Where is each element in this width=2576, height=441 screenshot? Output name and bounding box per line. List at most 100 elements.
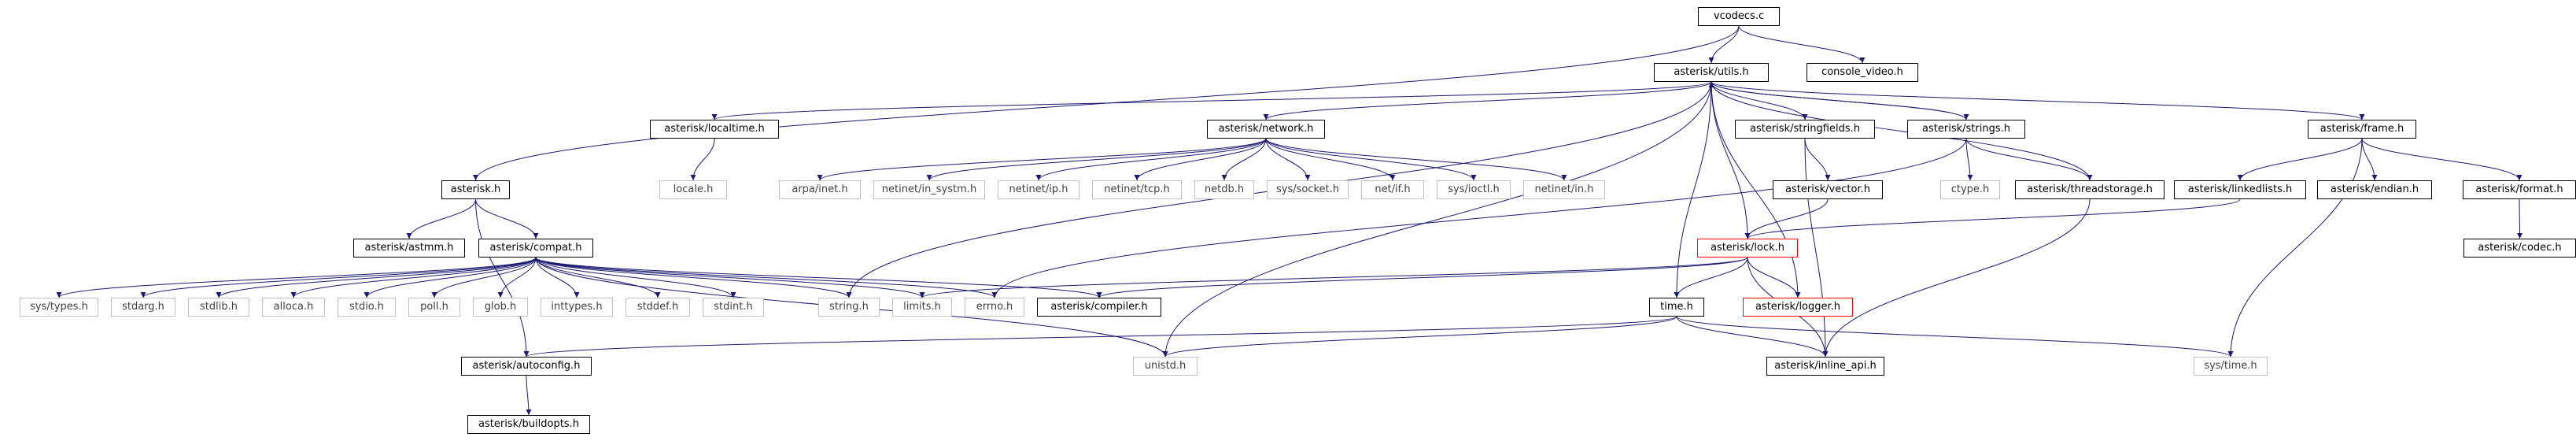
edge-lock-to-compiler [1096, 257, 1748, 298]
edge-strings-to-threadstorage [1965, 138, 2093, 181]
node-net-if-h: net/if.h [1361, 180, 1424, 199]
node-netinet-ip-h: netinet/ip.h [998, 180, 1079, 199]
node-asterisk-stringfields-h[interactable]: asterisk/stringfields.h [1735, 120, 1875, 139]
node-asterisk-linkedlists-h[interactable]: asterisk/linkedlists.h [2174, 180, 2306, 199]
edge-compat-to-stdio [364, 257, 537, 298]
edge-compat-to-alloca [290, 257, 537, 298]
edge-time_h-to-inline_api [1676, 316, 1829, 358]
edge-compat-to-stdarg [140, 257, 537, 298]
edge-utils-to-time_h [1674, 81, 1712, 298]
node-time-h[interactable]: time.h [1649, 298, 1704, 317]
edge-lock-to-limits [919, 257, 1748, 298]
node-stdint-h: stdint.h [703, 298, 764, 317]
node-sys-ioctl-h: sys/ioctl.h [1437, 180, 1511, 199]
edge-time_h-to-sys_time [1676, 316, 2234, 358]
node-asterisk-inline-api-h[interactable]: asterisk/inline_api.h [1766, 357, 1884, 376]
node-console-video-h[interactable]: console_video.h [1807, 63, 1918, 82]
edge-asterisk_h-to-autoconfig [475, 198, 530, 358]
edge-utils-to-logger [1711, 81, 1801, 298]
node-asterisk-network-h[interactable]: asterisk/network.h [1207, 120, 1325, 139]
edge-network-to-net_if [1265, 138, 1396, 181]
edge-compat-to-poll [431, 257, 537, 298]
edge-compat-to-sys_types [56, 257, 537, 298]
edge-strings-to-utils [1708, 81, 1967, 120]
edge-strings-to-ctype [1965, 138, 1973, 181]
edge-network-to-netinet_ip [1035, 138, 1267, 181]
edge-utils-to-network [1263, 81, 1712, 120]
edge-asterisk_h-to-astmm [406, 198, 476, 239]
node-glob-h: glob.h [473, 298, 528, 317]
edge-asterisk_h-to-compat [475, 198, 539, 239]
edge-compat-to-limits [535, 257, 925, 298]
node-asterisk-endian-h[interactable]: asterisk/endian.h [2317, 180, 2432, 199]
node-poll-h: poll.h [408, 298, 460, 317]
edge-compat-to-stddef [535, 257, 661, 298]
node-netinet-in-systm-h: netinet/in_systm.h [873, 180, 985, 199]
node-netinet-tcp-h: netinet/tcp.h [1092, 180, 1182, 199]
edge-compat-to-inttypes [535, 257, 580, 298]
edge-utils-to-unistd [1162, 81, 1712, 358]
edge-compat-to-glob [497, 257, 537, 298]
node-ctype-h: ctype.h [1940, 180, 2000, 199]
node-asterisk-localtime-h[interactable]: asterisk/localtime.h [650, 120, 779, 139]
node-stdlib-h: stdlib.h [188, 298, 249, 317]
edge-vcodecs-to-utils [1708, 25, 1740, 64]
node-asterisk-threadstorage-h[interactable]: asterisk/threadstorage.h [2015, 180, 2165, 199]
node-asterisk-autoconfig-h[interactable]: asterisk/autoconfig.h [461, 357, 592, 376]
edge-frame-to-sys_time [2227, 138, 2363, 358]
edge-network-to-netdb [1221, 138, 1267, 181]
edge-time_h-to-unistd [1162, 316, 1677, 358]
node-inttypes-h: inttypes.h [541, 298, 613, 317]
edge-compat-to-string_h [535, 257, 852, 298]
node-errno-h: errno.h [965, 298, 1024, 317]
node-locale-h: locale.h [659, 180, 727, 199]
edge-network-to-arpa_inet [817, 138, 1267, 181]
node-asterisk-format-h[interactable]: asterisk/format.h [2463, 180, 2576, 199]
node-sys-types-h: sys/types.h [20, 298, 98, 317]
edge-stringfields-to-inline_api [1804, 138, 1829, 358]
node-stddef-h: stddef.h [626, 298, 690, 317]
node-asterisk-compat-h[interactable]: asterisk/compat.h [478, 239, 593, 258]
edge-compat-to-compiler [535, 257, 1102, 298]
edge-linkedlists-to-lock [1744, 198, 2241, 239]
edge-lock-to-logger [1747, 257, 1801, 298]
node-asterisk-strings-h[interactable]: asterisk/strings.h [1907, 120, 2025, 139]
node-asterisk-astmm-h[interactable]: asterisk/astmm.h [353, 239, 465, 258]
edge-threadstorage-to-utils [1708, 81, 2091, 181]
node-asterisk-buildopts-h[interactable]: asterisk/buildopts.h [467, 415, 590, 434]
node-netinet-in-h: netinet/in.h [1523, 180, 1605, 199]
edge-network-to-netinet_tcp [1134, 138, 1267, 181]
node-stdio-h: stdio.h [338, 298, 396, 317]
node-asterisk-compiler-h[interactable]: asterisk/compiler.h [1037, 298, 1161, 317]
edge-utils-to-frame [1711, 81, 2365, 120]
node-asterisk-codec-h[interactable]: asterisk/codec.h [2463, 239, 2576, 258]
node-sys-socket-h: sys/socket.h [1267, 180, 1349, 199]
node-asterisk-h[interactable]: asterisk.h [441, 180, 510, 199]
edge-threadstorage-to-inline_api [1822, 198, 2091, 358]
node-string-h: string.h [818, 298, 880, 317]
node-asterisk-lock-h[interactable]: asterisk/lock.h [1697, 239, 1798, 258]
edge-compat-to-stdlib [216, 257, 537, 298]
edge-compat-to-errno [535, 257, 998, 298]
node-asterisk-frame-h[interactable]: asterisk/frame.h [2308, 120, 2416, 139]
edge-strings-to-errno [991, 138, 1967, 298]
node-asterisk-logger-h[interactable]: asterisk/logger.h [1743, 298, 1853, 317]
edge-stringfields-to-vector [1804, 138, 1831, 181]
edge-localtime-to-locale [690, 138, 715, 181]
edge-utils-to-lock [1711, 81, 1751, 239]
edge-utils-to-localtime [711, 81, 1712, 120]
edge-vector-to-lock [1744, 198, 1829, 239]
edge-frame-to-linkedlists [2237, 138, 2363, 181]
edge-format-to-codec [2516, 198, 2522, 239]
node-limits-h: limits.h [892, 298, 952, 317]
edge-frame-to-endian [2361, 138, 2378, 181]
edge-utils-to-stringfields [1711, 81, 1808, 120]
node-unistd-h: unistd.h [1133, 357, 1198, 376]
node-asterisk-vector-h[interactable]: asterisk/vector.h [1773, 180, 1883, 199]
edge-frame-to-format [2361, 138, 2522, 181]
node-asterisk-utils-h[interactable]: asterisk/utils.h [1654, 63, 1769, 82]
edge-time_h-to-autoconfig [523, 316, 1677, 358]
node-alloca-h: alloca.h [262, 298, 325, 317]
